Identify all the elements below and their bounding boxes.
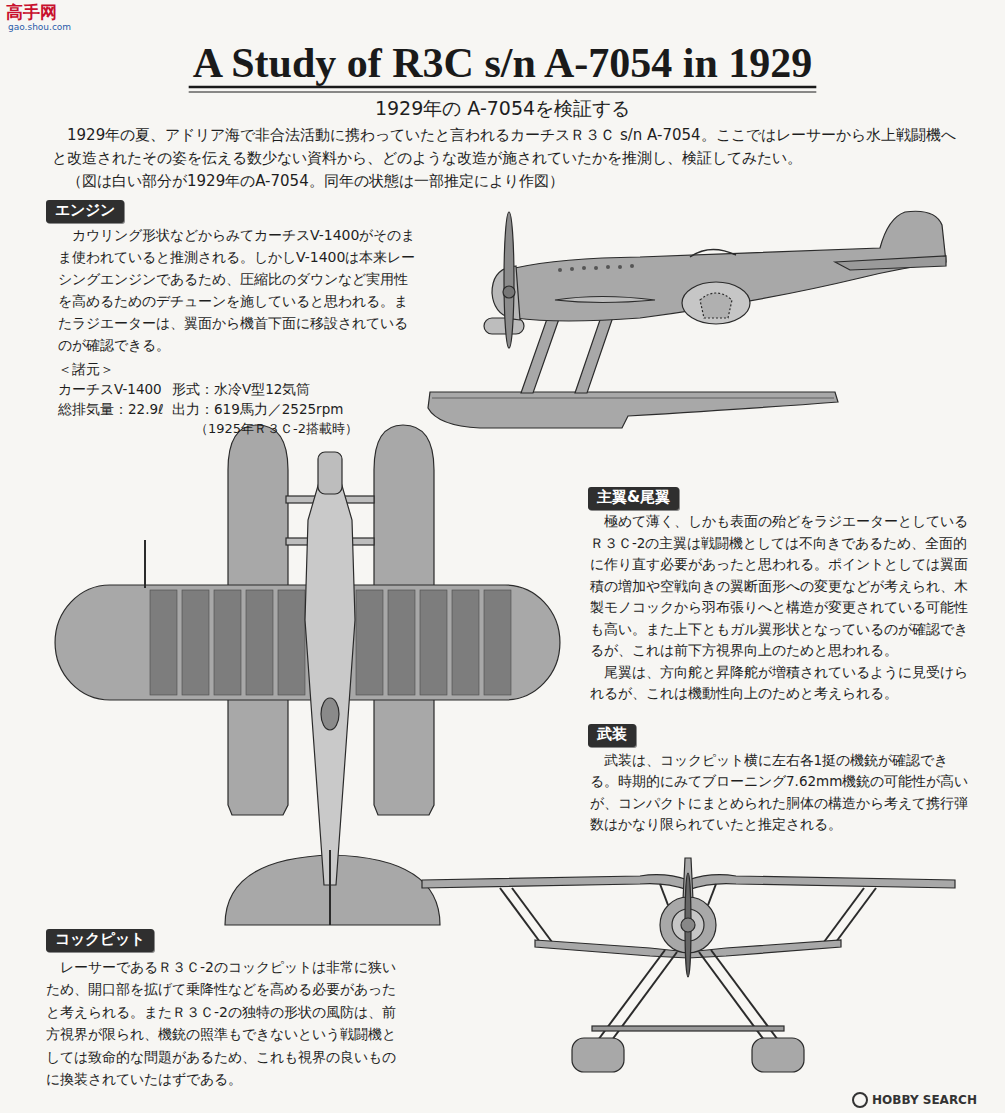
drawing-part xyxy=(504,212,514,348)
drawing-part xyxy=(500,888,540,942)
watermark: gao.shou.com xyxy=(8,22,71,33)
subtitle: 1929年の A-7054を検証する xyxy=(375,96,630,120)
section-heading: エンジン xyxy=(46,200,124,223)
spec-item: 出力：619馬力／2525rpm xyxy=(172,399,343,419)
drawing-part xyxy=(752,1038,804,1072)
drawing-part xyxy=(305,464,355,885)
drawing-part xyxy=(329,850,331,925)
drawing-part xyxy=(708,884,716,905)
drawing-part xyxy=(515,211,946,321)
drawing-part xyxy=(150,590,177,695)
page-title: A Study of R3C s/n A-7054 in 1929 xyxy=(193,40,813,86)
drawing-part xyxy=(512,888,552,942)
intro-text: 1929年の夏、アドリア海で非合法活動に携わっていたと言われるカーチスＲ３Ｃ s… xyxy=(52,124,957,170)
drawing-part xyxy=(321,698,339,730)
drawing-part xyxy=(503,286,515,298)
section-heading: 武装 xyxy=(588,724,636,747)
section-body: 尾翼は、方向舵と昇降舵が増積されているように見受けられるが、これは機動性向上のた… xyxy=(590,662,972,705)
drawing-part xyxy=(484,590,511,695)
drawing-part xyxy=(558,268,562,272)
title-underline xyxy=(189,87,817,92)
drawing-part xyxy=(189,86,817,89)
drawing-part xyxy=(420,590,447,695)
drawing-part xyxy=(700,293,732,318)
drawing-part xyxy=(144,540,146,588)
watermark: 高手网 xyxy=(6,2,57,22)
drawing-part xyxy=(630,264,634,268)
drawing-part xyxy=(575,314,614,393)
drawing-part xyxy=(432,398,834,399)
drawing-part xyxy=(681,918,695,932)
logo-mark xyxy=(853,1093,867,1107)
section-heading: コックピット xyxy=(46,929,154,952)
drawing-part xyxy=(582,266,586,270)
heading-text: 主翼&尾翼 xyxy=(597,488,670,508)
drawing-part xyxy=(690,249,736,257)
drawing-part xyxy=(182,590,209,695)
drawing-part xyxy=(824,888,864,942)
drawing-part xyxy=(836,888,876,942)
drawing-part xyxy=(214,590,241,695)
drawing-part xyxy=(246,590,273,695)
heading-text: エンジン xyxy=(55,201,115,221)
section-body: カウリング形状などからみてカーチスV-1400がそのまま使われていると推測される… xyxy=(58,224,420,356)
spec-item: 総排気量：22.9ℓ xyxy=(58,399,164,419)
heading-text: コックピット xyxy=(55,930,145,950)
drawing-part xyxy=(318,452,342,494)
drawing-part xyxy=(835,256,946,270)
drawing-part xyxy=(189,92,817,93)
drawing-part xyxy=(682,282,750,324)
watermark: HOBBY SEARCH xyxy=(872,1092,977,1108)
spec-note: （1925年Ｒ３Ｃ-2搭載時） xyxy=(195,419,358,438)
spec-item: 形式：水冷V型12気筒 xyxy=(172,379,310,399)
drawing-part xyxy=(594,266,598,270)
top-view xyxy=(55,425,560,925)
drawing-part xyxy=(555,297,655,303)
drawing-part xyxy=(592,1026,784,1031)
drawing-part xyxy=(618,265,622,269)
drawing-part xyxy=(572,1038,624,1072)
section-body: レーサーであるＲ３Ｃ-2のコックピットは非常に狭いため、開口部を拡げて乗降性など… xyxy=(46,956,408,1091)
drawing-part xyxy=(428,392,838,428)
spec-heading: ＜諸元＞ xyxy=(58,359,114,379)
drawing-part xyxy=(521,316,560,393)
drawing-part xyxy=(388,590,415,695)
side-view xyxy=(428,211,946,428)
intro-note: （図は白い部分が1929年のA-7054。同年の状態は一部推定により作図） xyxy=(52,170,957,193)
drawing-part xyxy=(660,884,668,905)
drawing-part xyxy=(278,590,305,695)
drawing-part xyxy=(606,265,610,269)
section-heading: 主翼&尾翼 xyxy=(588,487,679,510)
drawing-part xyxy=(853,1093,867,1107)
drawing-part xyxy=(452,590,479,695)
section-body: 武装は、コックピット横に左右各1挺の機銃が確認できる。時期的にみてブローニング7… xyxy=(590,750,972,836)
heading-text: 武装 xyxy=(597,725,627,745)
section-body: 極めて薄く、しかも表面の殆どをラジエーターとしているＲ３Ｃ-2の主翼は戦闘機とし… xyxy=(590,511,972,662)
spec-item: カーチスV-1400 xyxy=(58,379,162,399)
drawing-part xyxy=(356,590,383,695)
drawing-part xyxy=(558,264,634,272)
front-view xyxy=(422,858,955,1072)
drawing-part xyxy=(570,267,574,271)
